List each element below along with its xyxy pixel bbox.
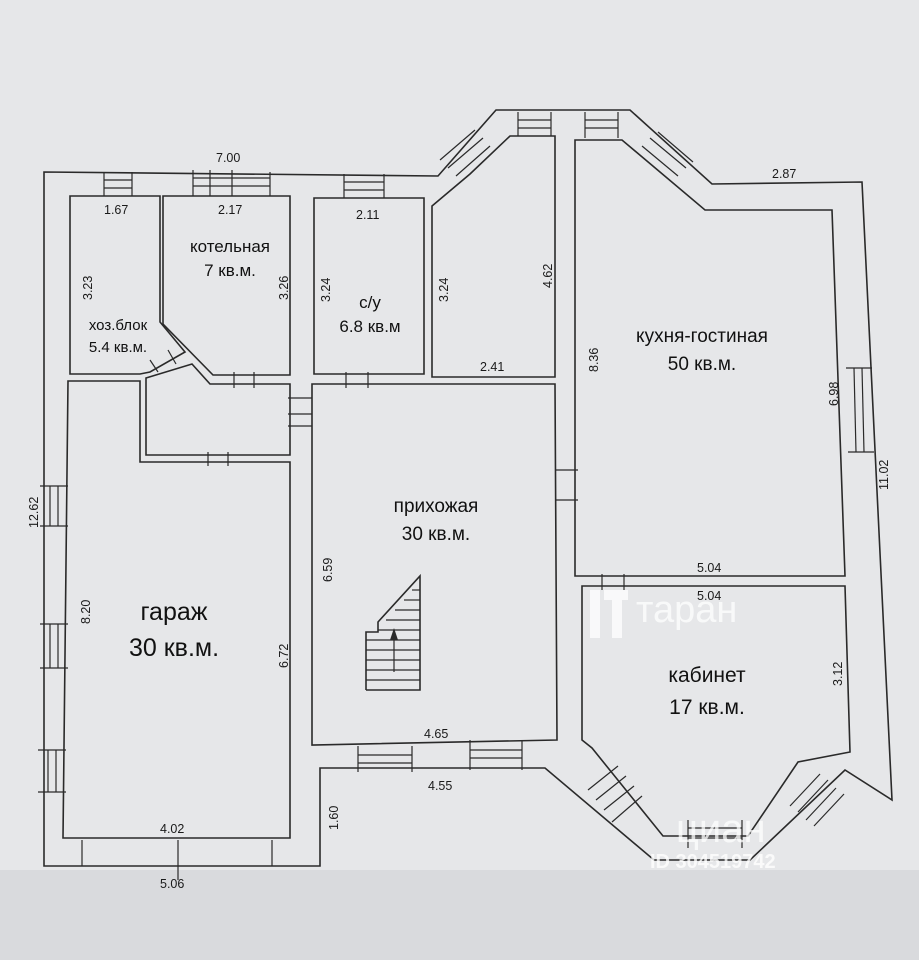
dim-top-7-00: 7.00: [216, 151, 240, 165]
dim-12-62: 12.62: [27, 497, 41, 528]
door-corridor-hall: [288, 397, 312, 427]
window-bay-top-2: [584, 112, 619, 138]
watermark-listing-id: ID 304519742: [650, 851, 776, 873]
dim-3-26: 3.26: [277, 276, 291, 300]
dim-1-67: 1.67: [104, 203, 128, 217]
window-hall-bottom-2: [469, 740, 523, 770]
room-labels: котельная 7 кв.м. с/у 6.8 кв.м хоз.блок …: [89, 237, 768, 719]
dim-4-62: 4.62: [541, 264, 555, 288]
room-area-garage: 30 кв.м.: [129, 634, 219, 662]
window-top-left: [103, 172, 133, 196]
dim-6-59: 6.59: [321, 558, 335, 582]
room-name-garage: гараж: [140, 598, 207, 626]
dim-8-20: 8.20: [79, 600, 93, 624]
room-area-utility: 5.4 кв.м.: [89, 339, 147, 356]
window-bay-top-right: [641, 131, 694, 177]
window-office-left: [587, 765, 643, 823]
room-area-bathroom: 6.8 кв.м: [339, 317, 400, 336]
door-boiler: [233, 372, 255, 388]
dim-top-2-87: 2.87: [772, 167, 796, 181]
room-name-bathroom: с/у: [359, 293, 381, 312]
dim-11-02: 11.02: [877, 460, 891, 490]
outer-wall: [43, 109, 893, 867]
dim-3-24-pantry: 3.24: [437, 278, 451, 302]
pantry-room-wall: [431, 135, 556, 378]
dimension-labels: 7.00 2.87 1.67 2.17 2.11 3.23 3.26 3.24 …: [27, 151, 891, 891]
door-utility: [149, 349, 177, 373]
utility-room-wall: [69, 195, 187, 375]
watermark: таран циан ID 304519742: [590, 589, 776, 873]
window-top-bathroom: [343, 174, 385, 198]
dim-5-04-office: 5.04: [697, 589, 721, 603]
door-kitchen: [555, 469, 578, 501]
window-office-bottom: [687, 820, 743, 848]
doors: [149, 349, 625, 590]
window-left-3: [38, 749, 66, 793]
door-office: [601, 574, 625, 590]
hall-wall: [311, 383, 558, 746]
room-area-hall: 30 кв.м.: [402, 524, 470, 545]
room-name-boiler: котельная: [190, 237, 270, 256]
garage-gate: [81, 840, 273, 880]
outer-wall-outline: [43, 109, 893, 867]
paper-shadow: [0, 870, 919, 960]
window-office-right: [789, 773, 845, 827]
dim-5-04-kitchen: 5.04: [697, 561, 721, 575]
window-hall-bottom-1: [357, 746, 413, 772]
window-left-2: [40, 623, 68, 669]
kitchen-wall: [574, 139, 846, 577]
dim-6-72: 6.72: [277, 644, 291, 668]
door-bathroom: [345, 372, 369, 388]
watermark-taran: таран: [636, 589, 737, 631]
taran-logo-icon: [590, 590, 628, 638]
window-right-kitchen: [846, 367, 874, 453]
up-arrow-icon: [390, 628, 398, 672]
dim-3-24-bathroom: 3.24: [319, 278, 333, 302]
corridor-wall: [145, 363, 291, 456]
window-bay-top-1: [517, 112, 552, 136]
dim-2-41: 2.41: [480, 360, 504, 374]
window-top-boiler: [192, 170, 271, 196]
dim-4-55: 4.55: [428, 779, 452, 793]
boiler-room-wall: [162, 195, 291, 376]
room-area-office: 17 кв.м.: [669, 696, 745, 719]
window-left-1: [40, 485, 68, 527]
room-area-boiler: 7 кв.м.: [204, 261, 256, 280]
bathroom-wall: [313, 197, 425, 375]
room-name-hall: прихожая: [394, 496, 479, 517]
window-bay-top-left: [439, 129, 491, 177]
room-area-kitchen: 50 кв.м.: [668, 354, 736, 375]
room-name-utility: хоз.блок: [89, 317, 148, 334]
dim-2-11: 2.11: [356, 208, 379, 222]
room-walls: [62, 135, 851, 839]
windows: [38, 112, 874, 880]
office-wall: [581, 585, 851, 837]
dim-8-36: 8.36: [587, 348, 601, 372]
dim-3-23: 3.23: [81, 276, 95, 300]
room-name-kitchen: кухня-гостиная: [636, 326, 768, 347]
dim-4-02: 4.02: [160, 822, 184, 836]
dim-5-06: 5.06: [160, 877, 184, 891]
garage-wall: [62, 380, 291, 839]
dim-2-17: 2.17: [218, 203, 242, 217]
dim-1-60: 1.60: [327, 806, 341, 830]
room-name-office: кабинет: [668, 664, 746, 687]
dim-4-65: 4.65: [424, 727, 448, 741]
watermark-cian: циан: [676, 807, 766, 851]
dim-3-12: 3.12: [831, 662, 845, 686]
door-garage: [207, 452, 229, 466]
dim-6-98: 6.98: [827, 382, 841, 406]
